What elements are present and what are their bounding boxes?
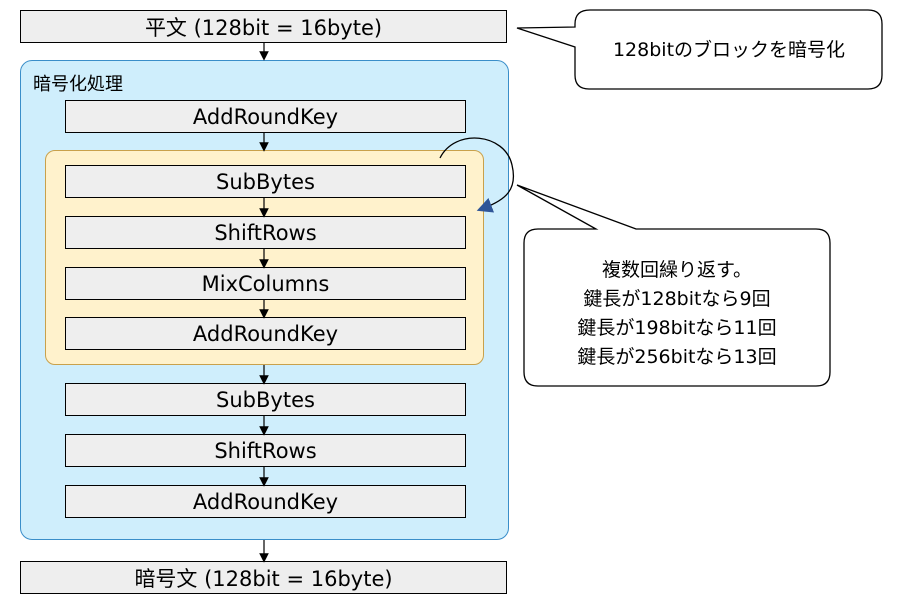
rounds-callout-shape bbox=[516, 184, 831, 387]
loop-arrow bbox=[439, 137, 514, 213]
round-subbytes-box: SubBytes bbox=[65, 165, 466, 198]
round-mixcolumns-box: MixColumns bbox=[65, 267, 466, 300]
round-shiftrows-box: ShiftRows bbox=[65, 216, 466, 249]
rounds-callout-line: 鍵長が128bitなら9回 bbox=[583, 288, 771, 310]
block-callout-shape bbox=[516, 9, 883, 90]
rounds-callout-line: 複数回繰り返す。 bbox=[601, 259, 753, 281]
initial-addroundkey-box: AddRoundKey bbox=[65, 100, 466, 133]
round-addroundkey-box: AddRoundKey bbox=[65, 317, 466, 350]
block-callout-text: 128bitのブロックを暗号化 bbox=[612, 39, 846, 61]
final-subbytes-box: SubBytes bbox=[65, 383, 466, 416]
encryption-panel-label: 暗号化処理 bbox=[33, 74, 123, 95]
rounds-callout-line: 鍵長が256bitなら13回 bbox=[577, 346, 777, 368]
plaintext-box: 平文 (128bit = 16byte) bbox=[20, 10, 507, 43]
ciphertext-box: 暗号文 (128bit = 16byte) bbox=[20, 561, 507, 594]
rounds-callout-text: 複数回繰り返す。 鍵長が128bitなら9回 鍵長が198bitなら11回 鍵長… bbox=[530, 256, 824, 372]
rounds-callout-line: 鍵長が198bitなら11回 bbox=[577, 317, 777, 339]
